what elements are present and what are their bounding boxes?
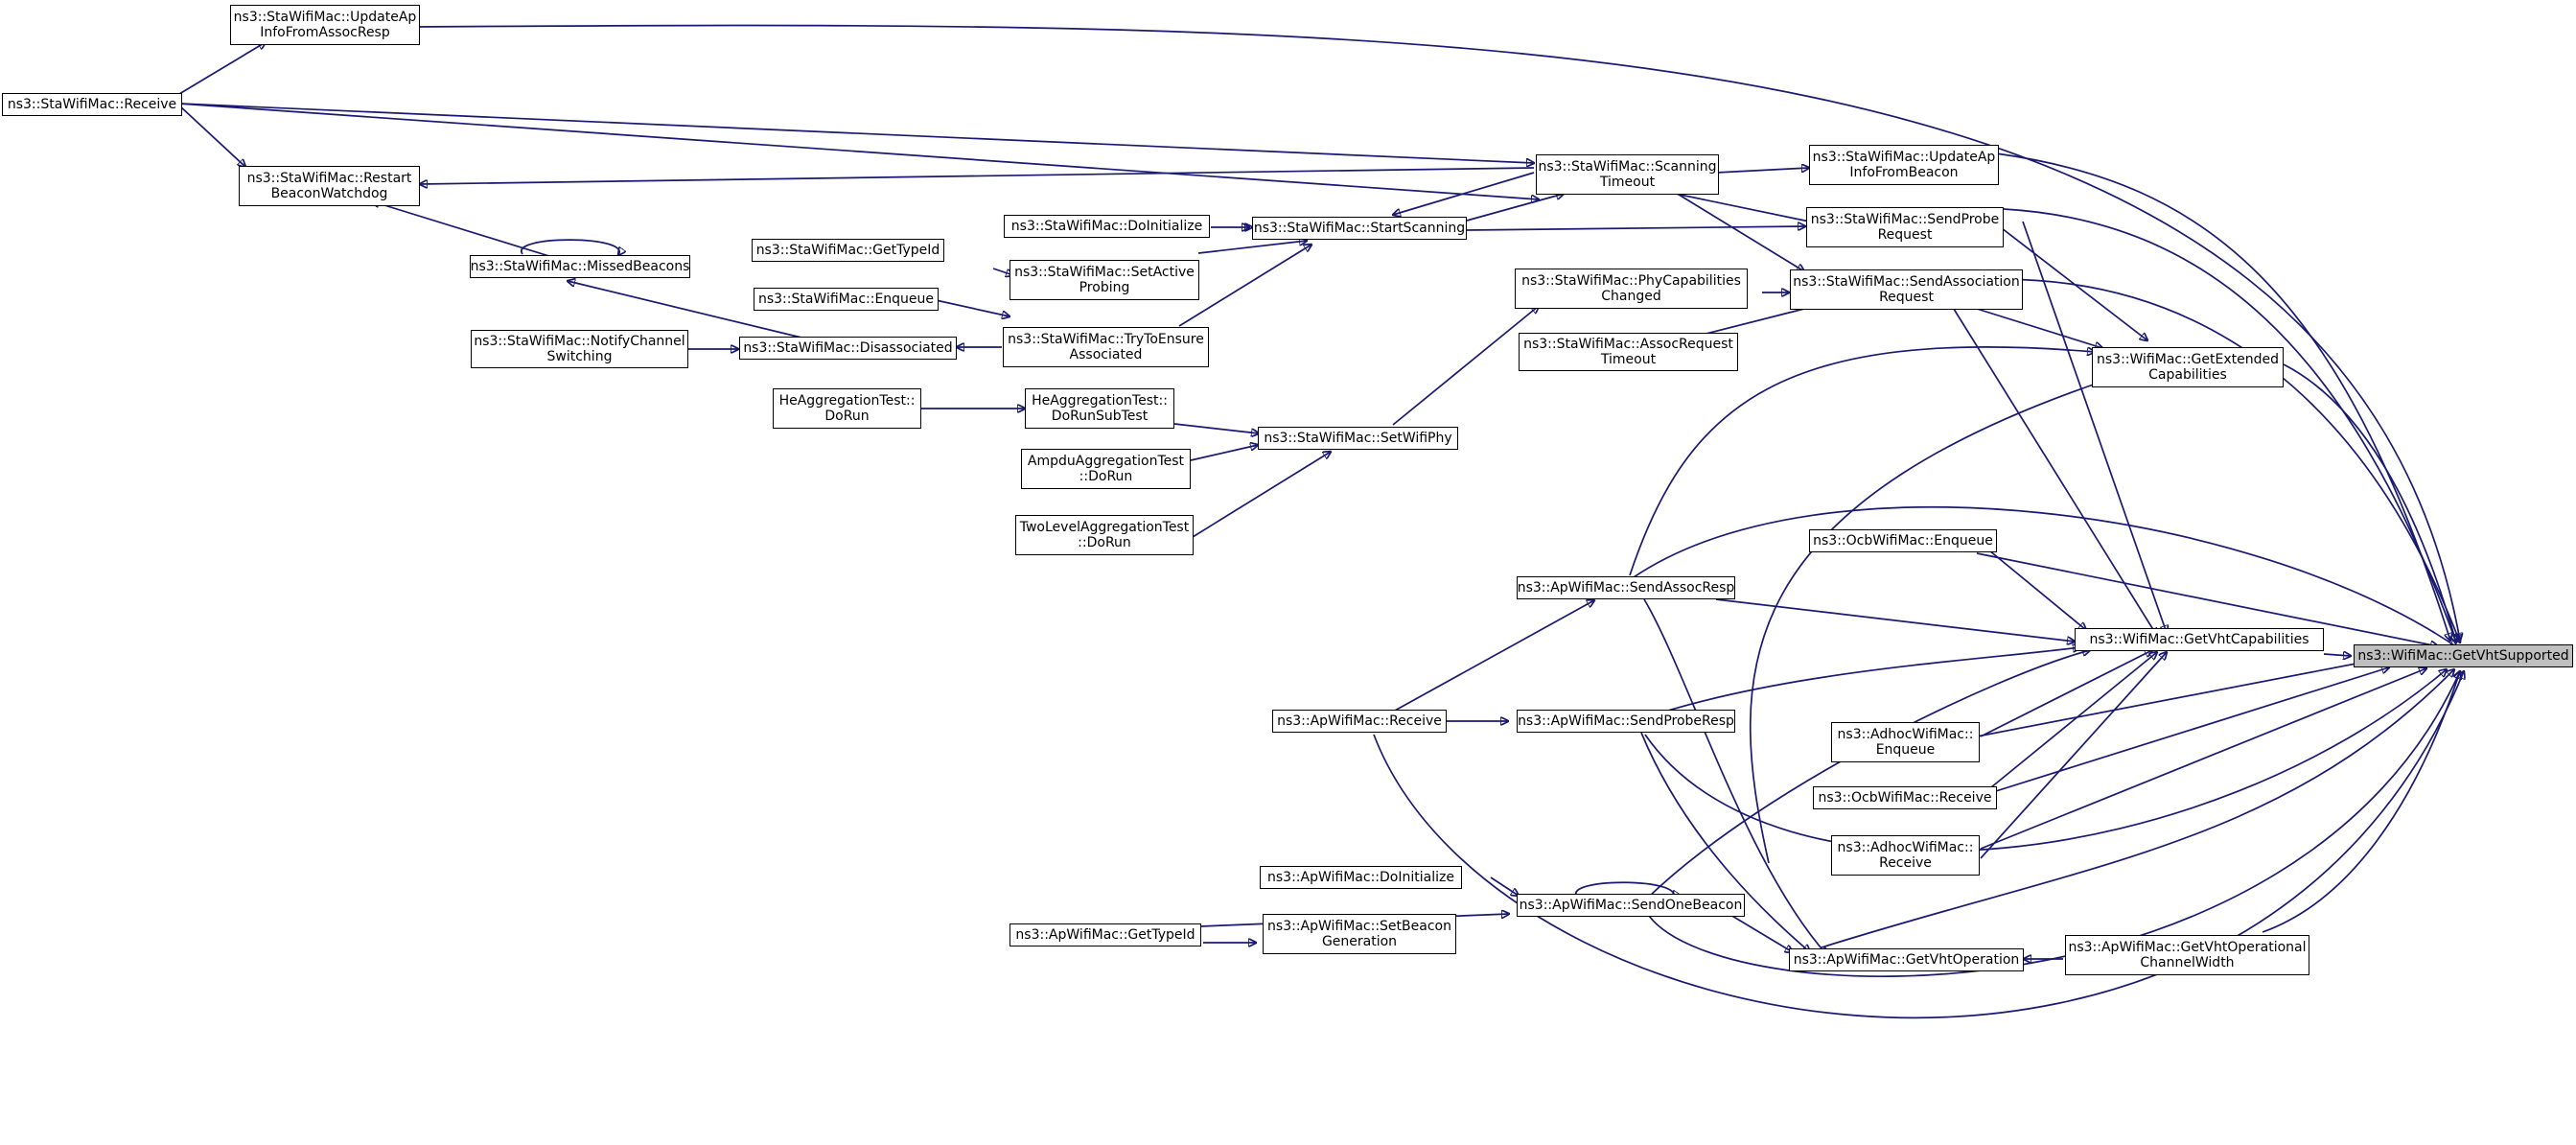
edge (1197, 241, 1307, 254)
node-ap-receive[interactable]: ns3::ApWifiMac::Receive (1272, 710, 1447, 733)
edge (1466, 226, 1805, 231)
edge (1629, 647, 2080, 724)
edge (2323, 654, 2351, 656)
edge (1821, 669, 2454, 948)
node-send-probe-request[interactable]: ns3::StaWifiMac::SendProbe Request (1806, 207, 2004, 247)
edge (1934, 277, 2157, 636)
node-missed-beacons[interactable]: ns3::StaWifiMac::MissedBeacons (470, 255, 690, 278)
node-send-probe-resp[interactable]: ns3::ApWifiMac::SendProbeResp (1517, 710, 1735, 733)
edge (935, 299, 1010, 316)
edge (2283, 363, 2456, 643)
edge (1629, 346, 2095, 576)
node-two-level-do-run[interactable]: TwoLevelAggregationTest ::DoRun (1015, 515, 1194, 555)
edge (2003, 208, 2456, 643)
edge (1980, 652, 2157, 797)
node-sta-get-type-id[interactable]: ns3::StaWifiMac::GetTypeId (752, 239, 944, 262)
node-get-vht-supported: ns3::WifiMac::GetVhtSupported (2354, 644, 2573, 667)
edge (1575, 881, 1674, 899)
node-send-assoc-resp[interactable]: ns3::ApWifiMac::SendAssocResp (1517, 576, 1735, 599)
node-restart-beacon-watchdog[interactable]: ns3::StaWifiMac::Restart BeaconWatchdog (239, 166, 420, 206)
node-he-do-run-sub-test[interactable]: HeAggregationTest:: DoRunSubTest (1025, 388, 1174, 429)
node-ocb-enqueue[interactable]: ns3::OcbWifiMac::Enqueue (1809, 529, 1997, 552)
edge (1393, 172, 1535, 215)
node-sta-receive[interactable]: ns3::StaWifiMac::Receive (2, 93, 182, 116)
node-update-ap-info-from-beacon[interactable]: ns3::StaWifiMac::UpdateAp InfoFromBeacon (1809, 145, 1999, 185)
edge (1715, 598, 2075, 642)
edge (568, 281, 802, 339)
node-set-wifi-phy[interactable]: ns3::StaWifiMac::SetWifiPhy (1258, 427, 1458, 450)
node-send-association-request[interactable]: ns3::StaWifiMac::SendAssociation Request (1790, 269, 2023, 310)
node-start-scanning[interactable]: ns3::StaWifiMac::StartScanning (1252, 217, 1467, 240)
edge (1466, 194, 1564, 222)
node-adhoc-receive[interactable]: ns3::AdhocWifiMac:: Receive (1831, 835, 1980, 876)
edge (1644, 669, 2447, 853)
edge (2262, 671, 2460, 933)
edge (1976, 552, 2438, 646)
node-update-ap-info-from-assoc-resp[interactable]: ns3::StaWifiMac::UpdateAp InfoFromAssocR… (230, 5, 420, 45)
node-set-beacon-generation[interactable]: ns3::ApWifiMac::SetBeacon Generation (1263, 914, 1456, 954)
edge (1648, 671, 2460, 977)
edge (1392, 306, 1539, 426)
edge (1173, 423, 1259, 433)
edge (1980, 650, 2152, 737)
node-notify-channel-switching[interactable]: ns3::StaWifiMac::NotifyChannel Switching (471, 330, 688, 368)
node-assoc-request-timeout[interactable]: ns3::StaWifiMac::AssocRequest Timeout (1519, 333, 1738, 371)
node-get-vht-operational-channel-width[interactable]: ns3::ApWifiMac::GetVhtOperational Channe… (2065, 935, 2309, 975)
node-adhoc-enqueue[interactable]: ns3::AdhocWifiMac:: Enqueue (1831, 722, 1980, 762)
edge (1749, 368, 2143, 864)
edge (1643, 598, 1827, 955)
edge (178, 103, 1539, 199)
edge (1192, 452, 1331, 538)
edge (1995, 152, 2450, 641)
edge (178, 105, 245, 167)
edge (1715, 168, 1809, 174)
edge (1976, 662, 2366, 737)
node-set-active-probing[interactable]: ns3::StaWifiMac::SetActive Probing (1010, 260, 1199, 300)
node-get-vht-operation[interactable]: ns3::ApWifiMac::GetVhtOperation (1789, 948, 2024, 971)
node-sta-do-initialize[interactable]: ns3::StaWifiMac::DoInitialize (1004, 215, 1210, 238)
edge (1490, 876, 1519, 896)
node-ocb-receive[interactable]: ns3::OcbWifiMac::Receive (1813, 786, 1997, 809)
node-send-one-beacon[interactable]: ns3::ApWifiMac::SendOneBeacon (1517, 894, 1745, 917)
edge (2022, 221, 2167, 633)
node-ampdu-do-run[interactable]: AmpduAggregationTest ::DoRun (1021, 449, 1191, 489)
edge (178, 103, 1534, 163)
edge (1980, 652, 2167, 859)
edge (420, 167, 1535, 184)
node-sta-enqueue[interactable]: ns3::StaWifiMac::Enqueue (754, 288, 939, 311)
node-phy-capabilities-changed[interactable]: ns3::StaWifiMac::PhyCapabilities Changed (1515, 269, 1748, 309)
edge (1190, 445, 1258, 461)
node-ap-get-type-id[interactable]: ns3::ApWifiMac::GetTypeId (1010, 923, 1201, 946)
edge (1373, 671, 2464, 1019)
edge (1375, 600, 1594, 722)
node-get-extended-capabilities[interactable]: ns3::WifiMac::GetExtended Capabilities (2092, 347, 2284, 387)
node-scanning-timeout[interactable]: ns3::StaWifiMac::Scanning Timeout (1536, 154, 1719, 195)
edge (1178, 245, 1311, 327)
edge (411, 24, 2460, 641)
edge (1976, 308, 2102, 348)
node-ap-do-initialize[interactable]: ns3::ApWifiMac::DoInitialize (1260, 866, 1462, 889)
edge (1633, 505, 2457, 647)
node-try-to-ensure-associated[interactable]: ns3::StaWifiMac::TryToEnsure Associated (1003, 327, 1209, 367)
edge (1988, 549, 2086, 630)
edge (1640, 732, 1810, 952)
edge (1980, 668, 2426, 850)
node-disassociated[interactable]: ns3::StaWifiMac::Disassociated (739, 337, 957, 360)
node-get-vht-capabilities[interactable]: ns3::WifiMac::GetVhtCapabilities (2075, 628, 2324, 651)
edge (1980, 667, 2389, 797)
edge (521, 239, 619, 255)
node-he-do-run[interactable]: HeAggregationTest:: DoRun (773, 388, 921, 429)
edge (178, 42, 266, 95)
edge (1976, 208, 2147, 340)
